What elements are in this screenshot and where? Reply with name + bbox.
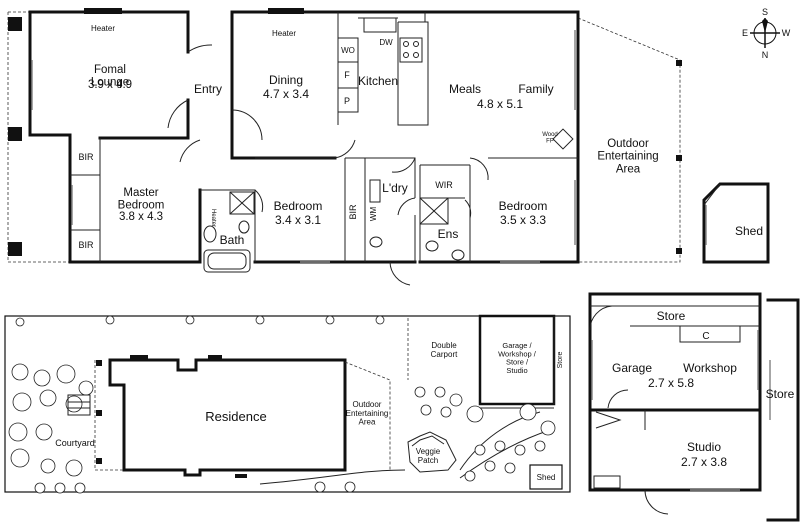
double-carport-text-line: Carport: [431, 350, 458, 359]
garage-block-label: Garage /Workshop /Store /Studio: [498, 341, 537, 375]
shed-label: Shed: [735, 224, 763, 238]
site-shed-label: Shed: [537, 473, 556, 482]
garage-label: Garage: [612, 361, 652, 375]
kitchen-label: Kitchen: [358, 74, 398, 88]
courtyard-label: Courtyard: [55, 438, 95, 448]
residence-label: Residence: [205, 409, 266, 424]
wood-fp-text: Wood: [542, 132, 558, 138]
garage-block-text-line: Studio: [506, 366, 527, 375]
heater-label-dining: Heater: [272, 29, 296, 38]
meals-family-dim: 4.8 x 5.1: [477, 97, 523, 111]
veggie-patch-text: Veggie: [416, 447, 441, 456]
site-store-label: Store: [557, 352, 564, 369]
compass-s: S: [762, 7, 768, 17]
heater-label: Heater: [91, 24, 115, 33]
dining-label: Dining: [269, 73, 303, 87]
compass-n: N: [762, 50, 769, 60]
bir-label-1: BIR: [78, 152, 94, 162]
bedroom-2-dim: 3.4 x 3.1: [275, 213, 321, 227]
workshop-label: Workshop: [683, 361, 737, 375]
garage-dim: 2.7 x 5.8: [648, 376, 694, 390]
dw-label: DW: [379, 38, 393, 47]
double-carport-text: Double: [431, 341, 457, 350]
bedroom-3-dim: 3.5 x 3.3: [500, 213, 546, 227]
ens-label: Ens: [438, 227, 459, 241]
bedroom-2-label: Bedroom: [274, 199, 323, 213]
master-bedroom-name: Master: [123, 187, 158, 199]
site-outdoor-text: Outdoor: [353, 400, 382, 409]
bir-label-2: BIR: [78, 240, 94, 250]
bath-heater-label: Heater: [210, 209, 216, 227]
master-bedroom-name-line: Bedroom: [118, 200, 165, 212]
p-label: P: [344, 96, 350, 106]
c-label: C: [702, 331, 709, 342]
outbuilding-plan: Store C Garage Workshop 2.7 x 5.8 Store …: [588, 292, 800, 522]
garage-block-text-line: Store /: [506, 358, 529, 367]
f-label: F: [344, 70, 350, 80]
laundry-label: L'dry: [382, 181, 408, 195]
entry-label: Entry: [194, 82, 222, 96]
bath-label: Bath: [220, 233, 245, 247]
formal-lounge-dim: 3.9 x 4.9: [88, 79, 132, 91]
garage-block-text: Garage /: [502, 341, 532, 350]
master-bedroom-dim: 3.8 x 4.3: [119, 211, 163, 223]
outdoor-area-text-line: Area: [616, 163, 641, 175]
meals-label: Meals: [449, 82, 481, 96]
studio-dim: 2.7 x 3.8: [681, 455, 727, 469]
family-label: Family: [518, 82, 553, 96]
site-outdoor-text-line: Entertaining: [346, 409, 389, 418]
wood-fp-text-line: FP: [546, 139, 554, 145]
store-side-label: Store: [766, 387, 795, 401]
dining-dim: 4.7 x 3.4: [263, 87, 309, 101]
wo-label: WO: [341, 46, 355, 55]
bedroom-3-label: Bedroom: [499, 199, 548, 213]
wm-label: WM: [369, 207, 378, 222]
bir-label-3: BIR: [348, 204, 358, 220]
formal-lounge-name-line: Lounge: [91, 77, 129, 89]
store-top-label: Store: [657, 309, 686, 323]
formal-lounge-name: Fomal: [94, 64, 126, 76]
outdoor-area-text-line: Entertaining: [597, 151, 658, 163]
studio-label: Studio: [687, 440, 721, 454]
site-outdoor-text-line: Area: [359, 418, 376, 427]
wir-label: WIR: [435, 180, 453, 190]
veggie-patch-text-line: Patch: [418, 456, 438, 465]
garage-block-text-line: Workshop /: [498, 349, 537, 358]
outdoor-area-text: Outdoor: [607, 138, 649, 150]
compass-e: E: [742, 28, 748, 38]
compass-w: W: [782, 28, 791, 38]
compass-rose: S E W N: [742, 7, 791, 60]
